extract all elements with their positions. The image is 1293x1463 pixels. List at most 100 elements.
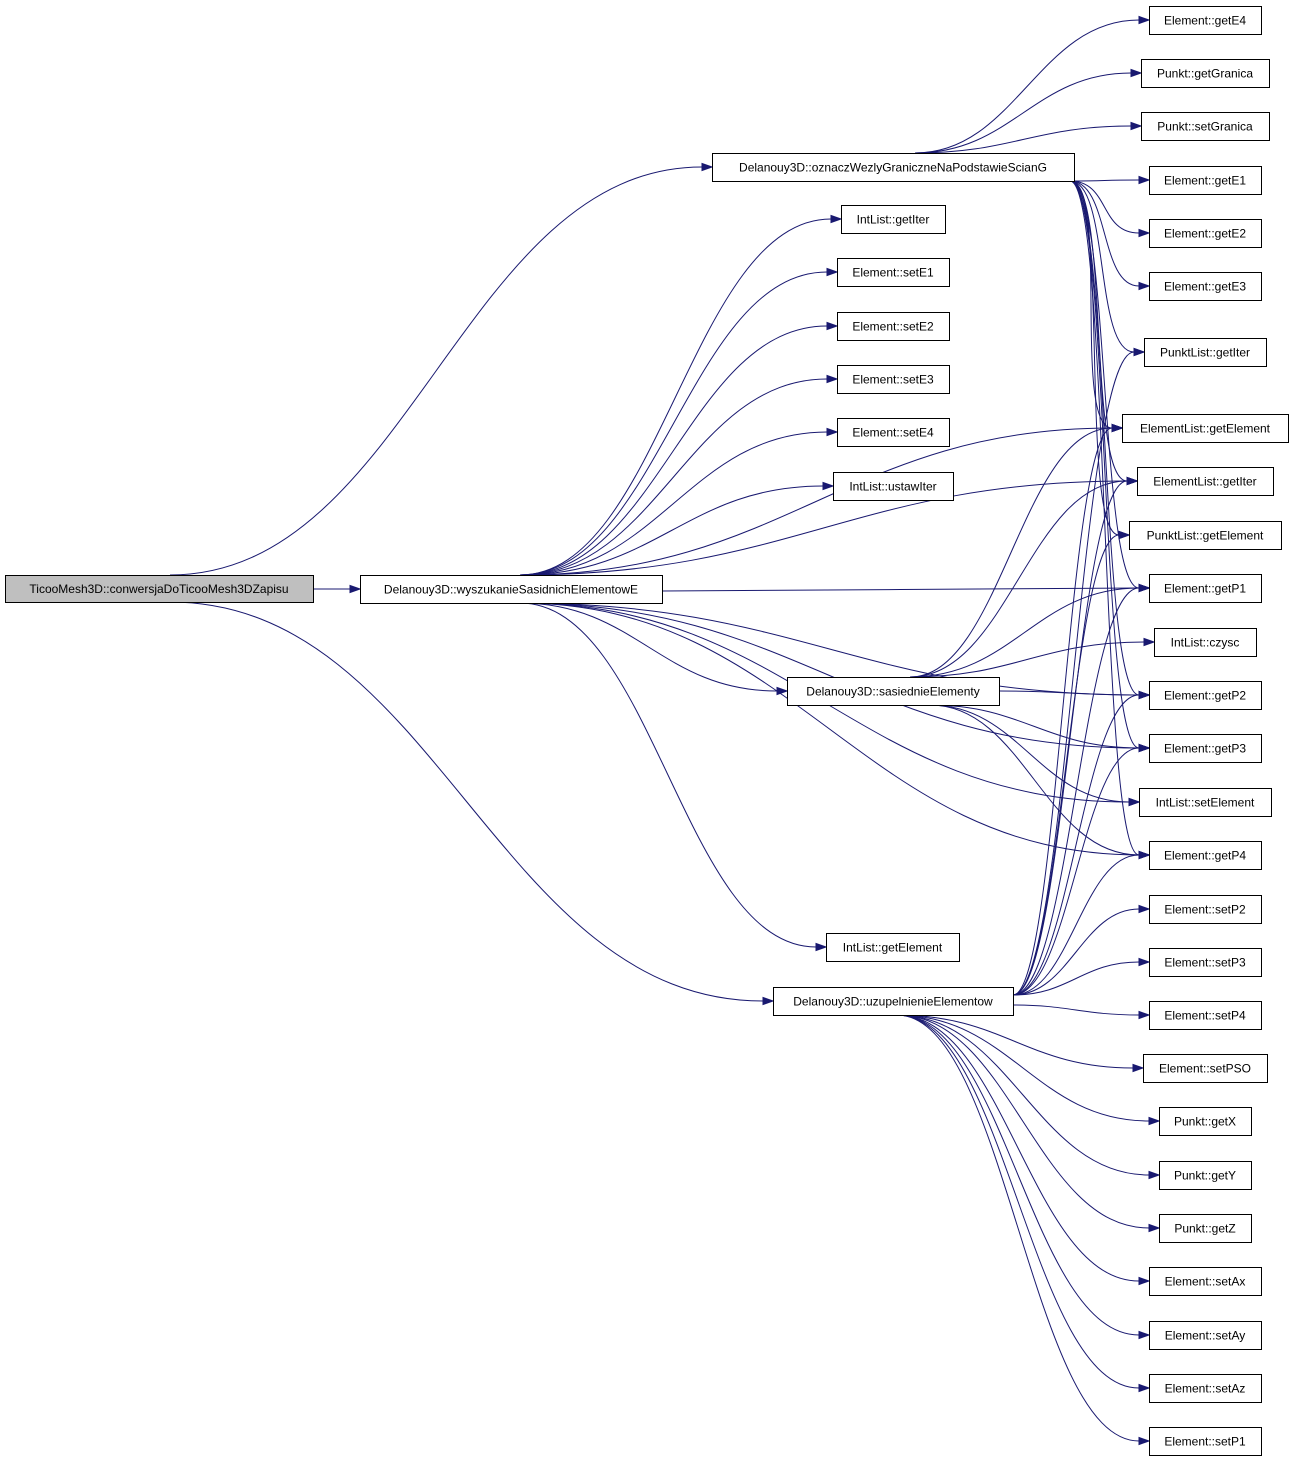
node-label: Delanouy3D::oznaczWezlyGraniczneNaPodsta… [739,161,1047,175]
call-edge-uzupelnienie-to-getP4 [1012,854,1140,996]
node-box [1149,1267,1262,1296]
node-il_getIter[interactable]: IntList::getIter [841,205,946,234]
node-box [1149,166,1262,195]
node-setGranica[interactable]: Punkt::setGranica [1141,112,1270,141]
node-label: Element::setP3 [1164,956,1246,970]
node-getP4[interactable]: Element::getP4 [1149,841,1262,870]
node-box [1149,895,1262,924]
node-getE3[interactable]: Element::getE3 [1149,272,1262,301]
node-label: Element::getP2 [1164,689,1246,703]
call-edge-uzupelnienie-to-pl_getElement [1012,534,1120,996]
node-label: Element::getE4 [1164,14,1246,28]
node-setPSO[interactable]: Element::setPSO [1143,1054,1268,1083]
node-getX[interactable]: Punkt::getX [1159,1107,1252,1136]
call-edge-sasiednie-to-getP1 [909,587,1140,678]
node-el_getElement[interactable]: ElementList::getElement [1122,414,1289,443]
node-oznacz[interactable]: Delanouy3D::oznaczWezlyGraniczneNaPodsta… [712,153,1075,182]
node-box [1143,1054,1268,1083]
node-box [826,933,960,962]
node-box [1137,467,1274,496]
node-wyszukanie[interactable]: Delanouy3D::wyszukanieSasidnichElementow… [360,575,663,604]
arrowhead-czysc [1143,637,1156,647]
node-czysc[interactable]: IntList::czysc [1154,628,1257,657]
node-label: Element::setPSO [1159,1062,1251,1076]
node-getP2[interactable]: Element::getP2 [1149,681,1262,710]
node-el_getIter[interactable]: ElementList::getIter [1137,467,1274,496]
node-getZ[interactable]: Punkt::getZ [1159,1214,1252,1243]
call-edge-uzupelnienie-to-getZ [896,1014,1150,1229]
node-box [1141,112,1270,141]
node-box [1149,272,1262,301]
node-box [1149,1427,1262,1456]
call-edge-sasiednie-to-getP3 [929,704,1140,749]
node-setP3[interactable]: Element::setP3 [1149,948,1262,977]
call-edge-uzupelnienie-to-setP2 [1012,908,1140,996]
call-edge-wyszukanie-to-il_getElement [519,602,817,948]
node-uzupelnienie[interactable]: Delanouy3D::uzupelnienieElementow [773,987,1014,1016]
node-label: ElementList::getIter [1153,475,1256,489]
call-edge-wyszukanie-to-ustawIter [519,485,824,576]
call-edge-uzupelnienie-to-el_getElement [1012,427,1113,996]
node-label: Element::getP4 [1164,849,1246,863]
arrowhead-il_setElement [1128,797,1141,807]
arrowhead-getE4 [1138,15,1151,25]
node-label: Element::setP4 [1164,1009,1246,1023]
node-label: PunktList::getElement [1147,529,1264,543]
node-setE3[interactable]: Element::setE3 [837,365,950,394]
node-box [1129,521,1282,550]
call-edge-uzupelnienie-to-setP3 [1012,961,1140,996]
node-setP1[interactable]: Element::setP1 [1149,1427,1262,1456]
call-edge-oznacz-to-getE4 [914,19,1140,154]
call-edge-sasiednie-to-getP2 [998,690,1140,696]
node-setP2[interactable]: Element::setP2 [1149,895,1262,924]
node-setAz[interactable]: Element::setAz [1149,1374,1262,1403]
node-box [1149,948,1262,977]
node-root[interactable]: TicooMesh3D::conwersjaDoTicooMesh3DZapis… [5,575,314,603]
arrowhead-setAx [1138,1276,1151,1286]
node-box [1149,1374,1262,1403]
call-edge-uzupelnienie-to-setP4 [1012,1004,1140,1016]
call-edges [169,15,1161,1446]
arrowhead-setE4 [826,427,839,437]
node-setE4[interactable]: Element::setE4 [837,418,950,447]
node-ustawIter[interactable]: IntList::ustawIter [833,472,954,501]
node-box [1139,788,1272,817]
node-getGranica[interactable]: Punkt::getGranica [1141,59,1270,88]
node-getE1[interactable]: Element::getE1 [1149,166,1262,195]
node-il_setElement[interactable]: IntList::setElement [1139,788,1272,817]
node-getE4[interactable]: Element::getE4 [1149,6,1262,35]
arrowhead-pl_getIter [1133,347,1146,357]
node-il_getElement[interactable]: IntList::getElement [826,933,960,962]
node-getE2[interactable]: Element::getE2 [1149,219,1262,248]
node-getP1[interactable]: Element::getP1 [1149,574,1262,603]
node-setE1[interactable]: Element::setE1 [837,258,950,287]
node-setAx[interactable]: Element::setAx [1149,1267,1262,1296]
node-label: Punkt::getX [1174,1115,1236,1129]
node-sasiednie[interactable]: Delanouy3D::sasiednieElementy [787,677,1000,706]
node-setE2[interactable]: Element::setE2 [837,312,950,341]
arrowhead-getP1 [1138,583,1151,593]
node-box [1149,6,1262,35]
call-edge-uzupelnienie-to-getP1 [1012,587,1140,996]
node-box [1149,1321,1262,1350]
node-pl_getElement[interactable]: PunktList::getElement [1129,521,1282,550]
node-label: Punkt::getY [1174,1169,1236,1183]
node-box [1159,1161,1252,1190]
node-label: ElementList::getElement [1140,422,1271,436]
node-getP3[interactable]: Element::getP3 [1149,734,1262,763]
call-edge-wyszukanie-to-il_getIter [519,218,832,576]
call-edge-uzupelnienie-to-getP2 [1012,694,1140,996]
call-edge-uzupelnienie-to-pl_getIter [1012,351,1135,996]
node-label: Element::getE2 [1164,227,1246,241]
node-pl_getIter[interactable]: PunktList::getIter [1144,338,1267,367]
node-box [1149,1001,1262,1030]
arrowhead-setP3 [1138,957,1151,967]
call-edge-oznacz-to-getP2 [1069,180,1140,696]
call-edge-wyszukanie-to-getP4 [519,602,1140,856]
arrowhead-il_getIter [830,214,843,224]
node-setP4[interactable]: Element::setP4 [1149,1001,1262,1030]
node-setAy[interactable]: Element::setAy [1149,1321,1262,1350]
call-edge-wyszukanie-to-sasiednie [519,602,778,692]
node-getY[interactable]: Punkt::getY [1159,1161,1252,1190]
arrowhead-getP4 [1138,850,1151,860]
